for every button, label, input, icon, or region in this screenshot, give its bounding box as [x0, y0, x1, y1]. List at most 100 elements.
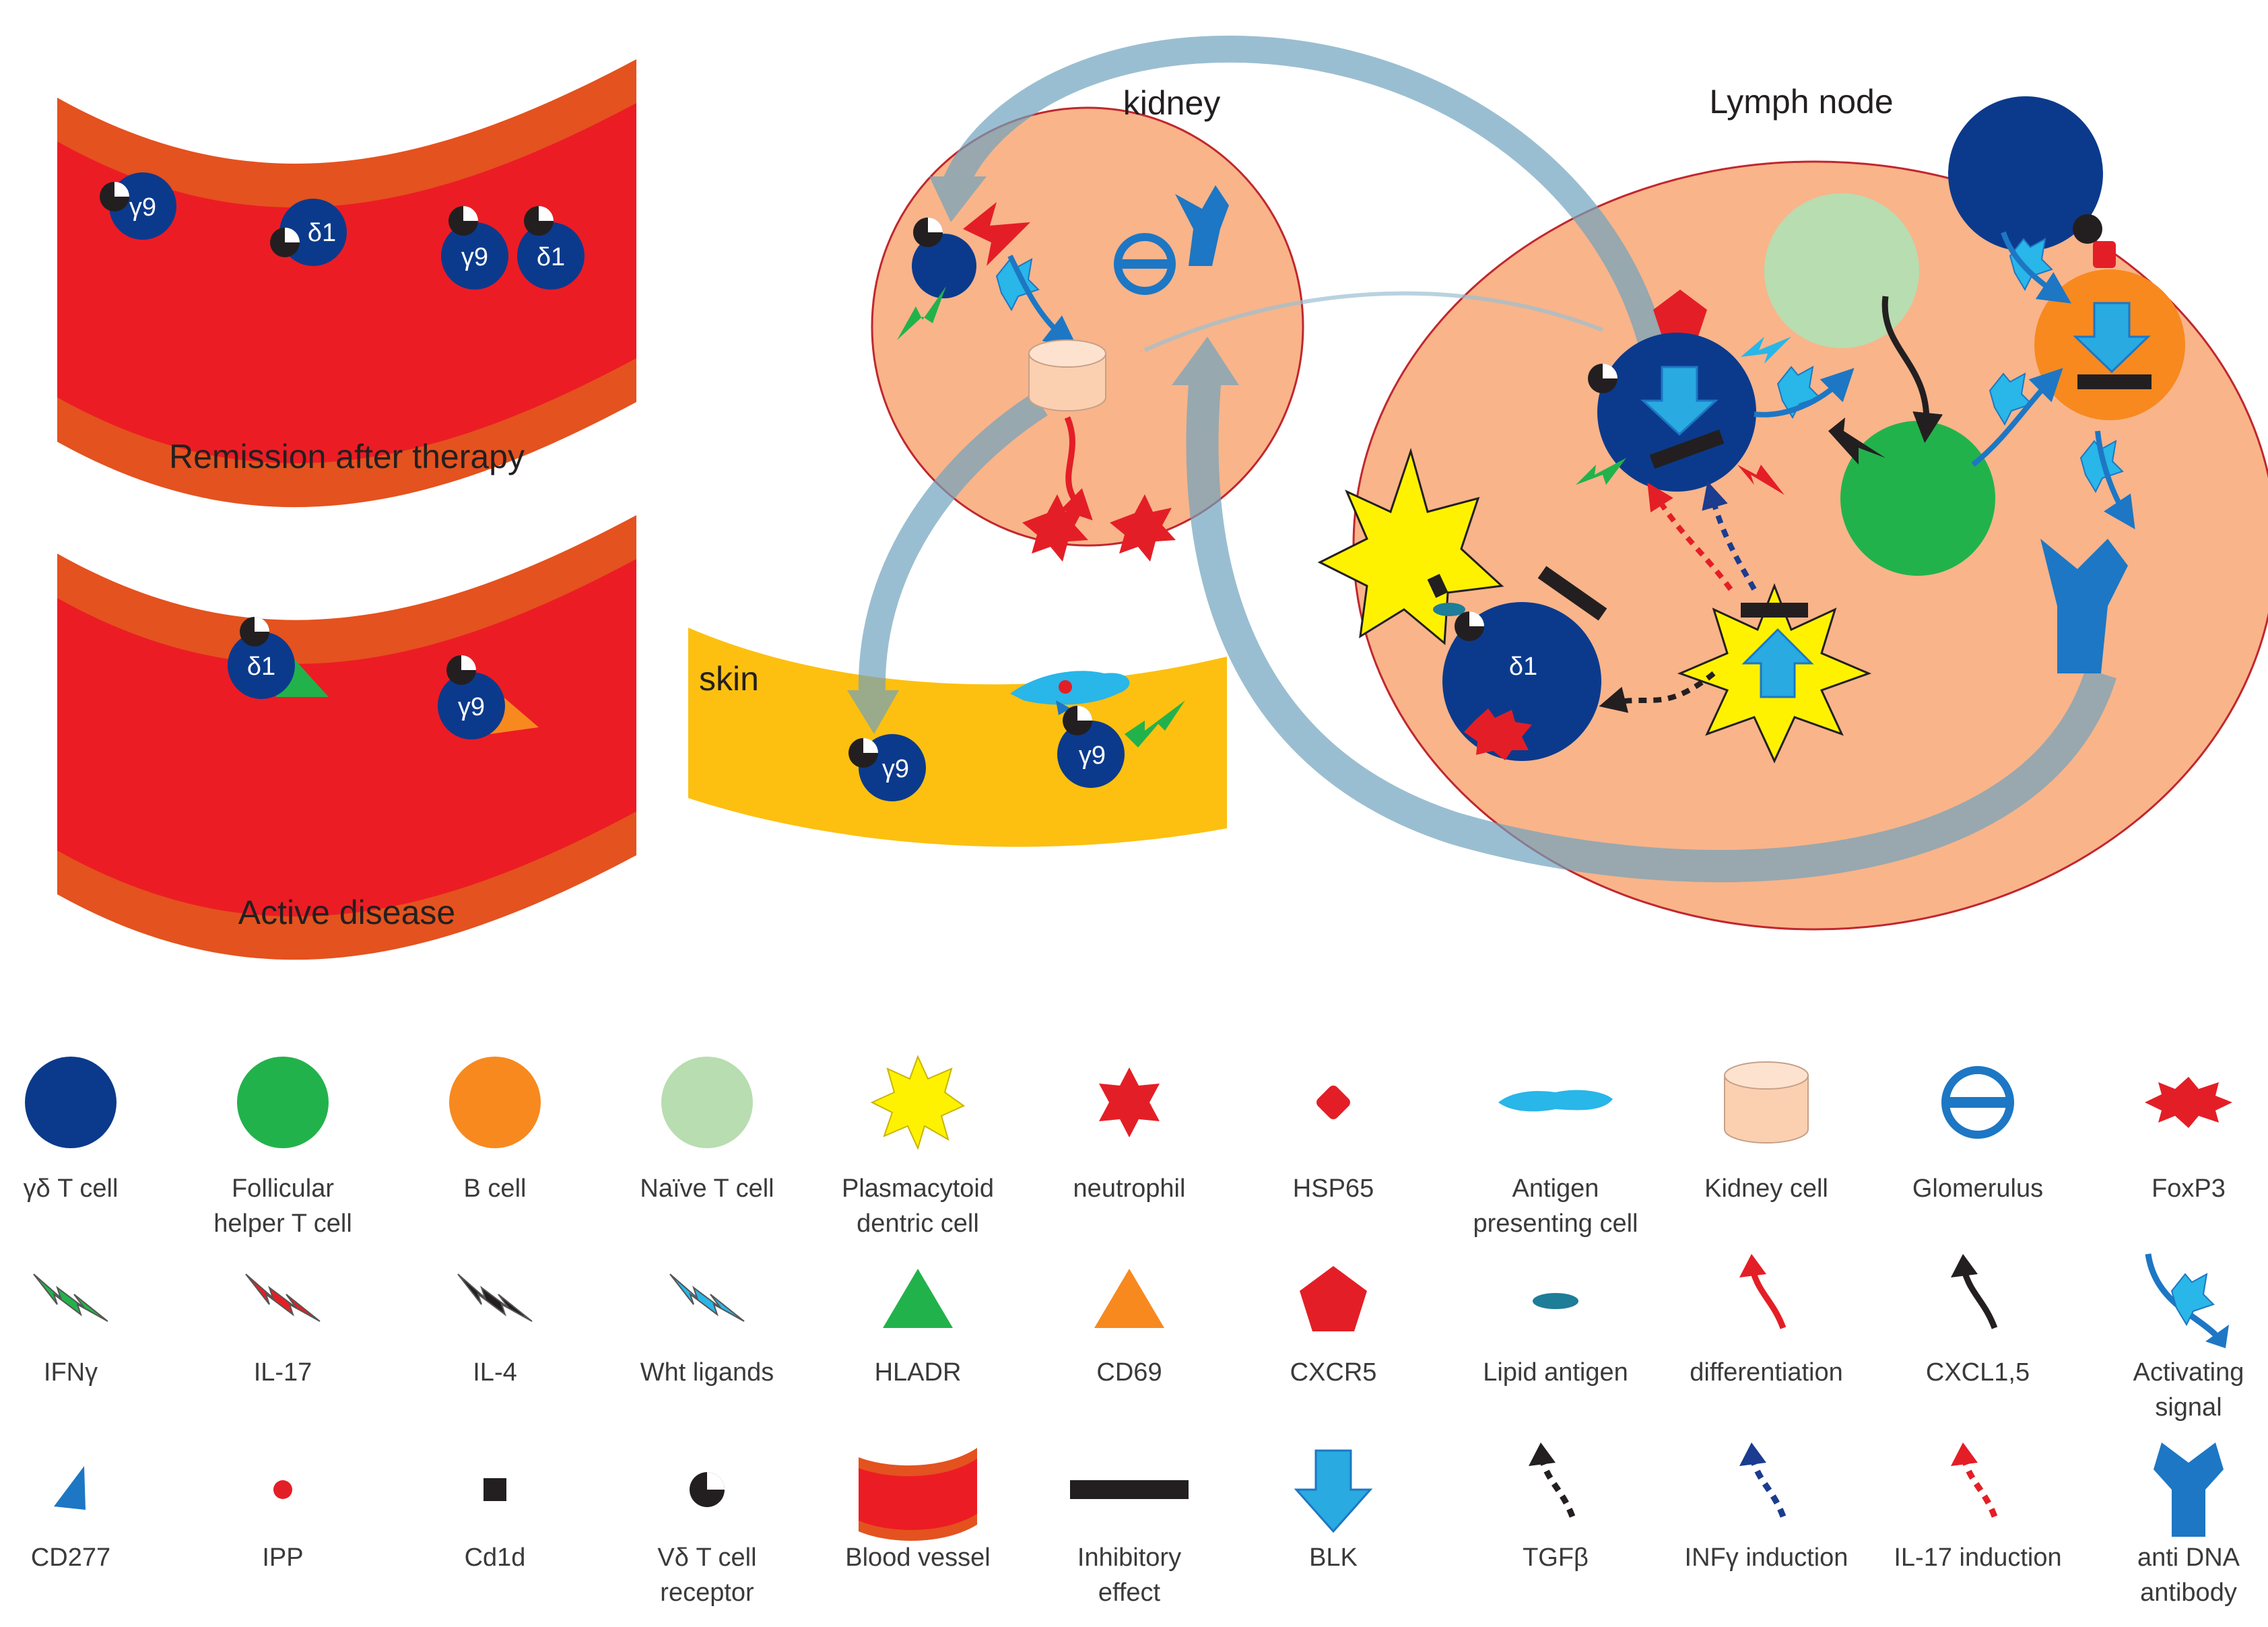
legend-label: Inhibitory: [1077, 1543, 1181, 1572]
blood-vessel-remission: γ9 δ1 γ9 δ1: [57, 59, 636, 508]
pdc-in-lymph: [1677, 583, 1872, 764]
legend-label: IL-17: [254, 1358, 312, 1387]
legend-label: Kidney cell: [1704, 1174, 1828, 1203]
plasmacytoid-dendritic-cell-icon: [870, 1055, 965, 1150]
legend-label: FoxP3: [2152, 1174, 2226, 1203]
blood-vessel-active: δ1 γ9: [57, 515, 636, 960]
vd-t-cell-receptor-icon: [690, 1472, 725, 1507]
cell-label: δ1: [537, 243, 565, 271]
legend-label: B cell: [464, 1174, 527, 1203]
cell-label: δ1: [1509, 653, 1537, 681]
legend-label: Glomerulus: [1912, 1174, 2043, 1203]
legend-label: presenting cell: [1473, 1209, 1638, 1238]
lymph-delta1-cell: δ1: [1427, 566, 1607, 761]
central-gamma-delta-cell: [1576, 290, 1791, 495]
legend-label: IL-17 induction: [1894, 1543, 2061, 1572]
cell-label: δ1: [247, 653, 275, 681]
legend-label: CXCL1,5: [1926, 1358, 2030, 1387]
cxcr5-icon: [1300, 1266, 1367, 1331]
gamma9-cell: γ9: [100, 172, 176, 240]
legend-label: CXCR5: [1290, 1358, 1377, 1387]
il17-induction-icon: [1951, 1442, 1998, 1518]
anti-dna-antibody: [1175, 185, 1229, 266]
naive-t-cell: [1764, 193, 1919, 348]
plasmacytoid-dendritic-cell: [1317, 447, 1504, 646]
legend-label: signal: [2155, 1393, 2222, 1422]
inhibitory-effect-icon: [1070, 1480, 1189, 1499]
wnt-signal: [995, 255, 1078, 348]
legend-label: Plasmacytoid: [842, 1174, 994, 1203]
cell-label: γ9: [1079, 741, 1106, 770]
legend-label: anti DNA: [2137, 1543, 2240, 1572]
kidney-neutrophils: [1022, 494, 1176, 562]
legend-label: Wht ligands: [640, 1358, 774, 1387]
legend-label: Cd1d: [465, 1543, 526, 1572]
gamma9-cell: γ9: [441, 206, 508, 290]
legend-label: IL-4: [473, 1358, 516, 1387]
cd69-icon: [1094, 1269, 1164, 1328]
legend-label: antibody: [2140, 1579, 2237, 1607]
legend-label: CD277: [31, 1543, 110, 1572]
legend-label: effect: [1098, 1579, 1161, 1607]
kidney-differentiation-arrow: [1061, 416, 1093, 521]
kidney-cell: [1028, 339, 1106, 411]
follicular-helper-t-cell-icon: [237, 1057, 329, 1148]
legend-label: CD69: [1096, 1358, 1162, 1387]
skin-gamma9-cell-apc: γ9: [1010, 671, 1185, 788]
anti-dna-antibody-icon: [2154, 1442, 2224, 1537]
il-4-icon: [457, 1273, 533, 1322]
legend-label: IFNγ: [44, 1358, 98, 1387]
infg-induction-icon: [1739, 1442, 1787, 1518]
antigen-presenting-cell-icon: [1498, 1090, 1613, 1112]
ipp-icon: [273, 1480, 292, 1499]
delta1-cell-hladr: δ1: [228, 617, 329, 699]
cxcl15-icon: [1951, 1254, 1998, 1329]
lipid-antigen-icon: [1533, 1293, 1578, 1309]
blood-vessel-icon: [859, 1448, 977, 1541]
legend-label: INFγ induction: [1685, 1543, 1848, 1572]
glomerulus-icon: [1941, 1066, 2014, 1139]
tgf-beta-icon: [1529, 1442, 1576, 1518]
delta1-cell: δ1: [270, 199, 347, 266]
legend-label: IPP: [262, 1543, 303, 1572]
skin-gamma9-cell: γ9: [848, 734, 926, 801]
hladr-icon: [883, 1269, 953, 1328]
cell-label: γ9: [129, 193, 156, 222]
legend-label: Lipid antigen: [1483, 1358, 1628, 1387]
legend-label: HLADR: [875, 1358, 962, 1387]
glomerulus-icon: [1114, 233, 1176, 295]
lymph-node-label: Lymph node: [1709, 83, 1893, 121]
kidney-gamma-delta-cell: [897, 202, 1030, 340]
large-gamma-delta-cell: [1948, 96, 2103, 251]
cell-label: γ9: [461, 243, 488, 271]
lymph-anti-dna-antibody: [2040, 539, 2128, 673]
legend-label: Activating: [2133, 1358, 2244, 1387]
cd277-icon: [54, 1466, 86, 1510]
cell-label: γ9: [882, 755, 909, 783]
legend-label: neutrophil: [1073, 1174, 1186, 1203]
cell-label: γ9: [458, 693, 485, 721]
gamma9-cell-cd69: γ9: [438, 655, 539, 739]
legend-label: receptor: [660, 1579, 754, 1607]
lymph-activating-signals: [1754, 231, 2135, 529]
wnt-ligands-icon: [669, 1273, 745, 1322]
differentiation-icon: [1739, 1254, 1787, 1329]
flow-arrows: [847, 35, 2116, 883]
legend-label: helper T cell: [213, 1209, 352, 1238]
skin-label: skin: [699, 660, 759, 698]
blk-icon: [1294, 1449, 1373, 1533]
foxp3-icon: [2145, 1077, 2232, 1128]
cell-label: δ1: [308, 219, 336, 247]
legend-label: TGFβ: [1523, 1543, 1589, 1572]
legend-label: BLK: [1309, 1543, 1358, 1572]
active-caption: Active disease: [238, 894, 455, 931]
neutrophil-icon: [1099, 1067, 1160, 1137]
legend-label: γδ T cell: [24, 1174, 119, 1203]
cxcl-arrow: [1881, 296, 1943, 443]
activating-signal-icon: [2145, 1253, 2229, 1348]
naive-t-cell-icon: [661, 1057, 753, 1148]
b-cell-detail: [2073, 214, 2152, 389]
il-17-icon: [245, 1273, 321, 1322]
legend-label: HSP65: [1293, 1174, 1374, 1203]
